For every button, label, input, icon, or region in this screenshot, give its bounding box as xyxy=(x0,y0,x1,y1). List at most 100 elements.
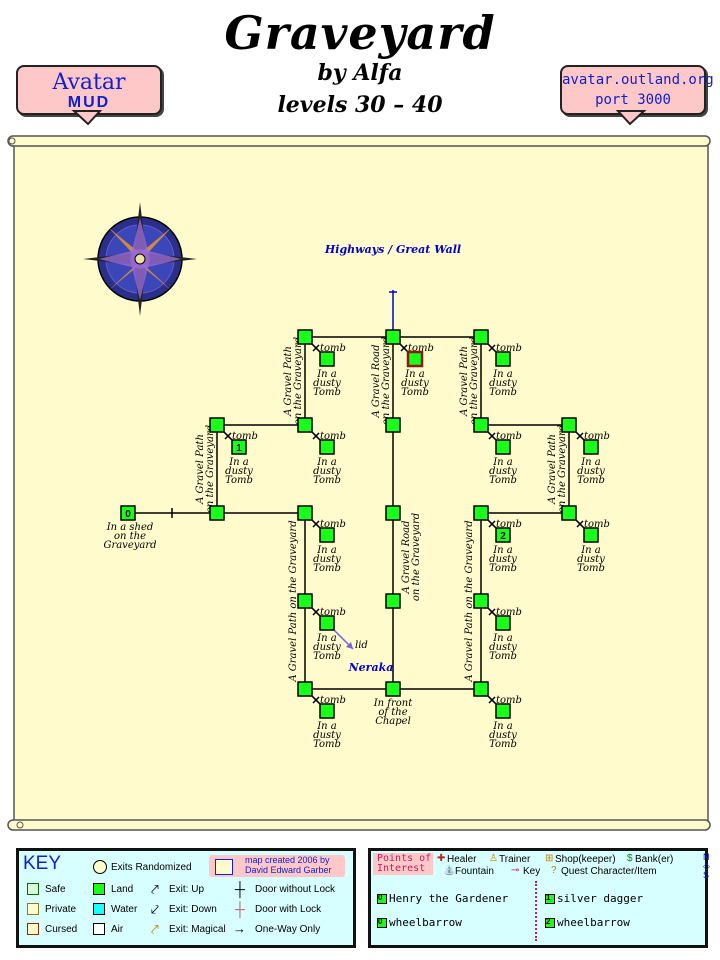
tomb-room xyxy=(495,527,511,543)
tomb-room-name: dusty xyxy=(313,378,341,389)
north-indicator-icon: N◇S xyxy=(703,852,710,880)
room-node xyxy=(473,681,489,697)
author-line: by Alfa xyxy=(317,60,403,86)
mob-1-marker xyxy=(377,918,387,928)
tomb-room xyxy=(319,703,335,719)
tomb-room xyxy=(319,527,335,543)
tomb-room-name: Tomb xyxy=(313,739,341,750)
door-with-lock-icon: ┼ xyxy=(235,901,245,917)
healer-label: Healer xyxy=(447,854,477,865)
key-title: KEY xyxy=(23,853,62,874)
room-node xyxy=(385,505,401,521)
room-node xyxy=(385,593,401,609)
tomb-label: tomb xyxy=(496,519,522,530)
tomb-label: tomb xyxy=(408,343,434,354)
tomb-room xyxy=(319,439,335,455)
server-host: avatar.outland.org xyxy=(562,72,714,88)
item-0-num: 1 xyxy=(546,893,551,902)
path-label-line: A Gravel Path on the Graveyard xyxy=(288,520,299,682)
safe-label: Safe xyxy=(45,884,66,895)
tomb-room-name: dusty xyxy=(489,642,517,653)
tomb-room-name: In a xyxy=(492,369,513,380)
key-item-icon: ⊸ xyxy=(511,865,520,876)
door-without-lock-label: Door without Lock xyxy=(255,884,336,895)
tomb-label: tomb xyxy=(320,431,346,442)
shop-label: Shop(keeper) xyxy=(555,854,616,865)
tomb-room-name: dusty xyxy=(577,554,605,565)
private-label: Private xyxy=(45,904,77,915)
tomb-room xyxy=(319,351,335,367)
cursed-label: Cursed xyxy=(45,924,78,935)
exits-randomized-icon xyxy=(93,860,107,874)
bank-label: Bank(er) xyxy=(635,854,674,865)
tomb-room-name: dusty xyxy=(489,554,517,565)
tomb-room-name: Tomb xyxy=(577,563,605,574)
tomb-room-name: In a xyxy=(316,633,337,644)
door-with-lock-label: Door with Lock xyxy=(255,904,322,915)
water-label: Water xyxy=(111,904,138,915)
tomb-door-icon xyxy=(312,432,320,440)
shed-room-name: In a shed xyxy=(106,522,154,533)
chapel-room-name: of the xyxy=(378,707,407,718)
page-title: Graveyard xyxy=(224,6,496,60)
shed-room-name: Graveyard xyxy=(103,540,156,551)
tomb-room-name: dusty xyxy=(577,466,605,477)
room-node xyxy=(297,681,313,697)
tomb-room-name: In a xyxy=(316,457,337,468)
item-1-num: 2 xyxy=(546,917,551,926)
tomb-room-name: In a xyxy=(316,369,337,380)
water-swatch-icon xyxy=(93,903,105,915)
room-node xyxy=(297,329,313,345)
credit-line-1: map created 2006 by xyxy=(245,855,330,865)
tomb-room-name: dusty xyxy=(489,730,517,741)
path-label: A Gravel Path on the Graveyard xyxy=(288,520,299,682)
room-node xyxy=(209,505,225,521)
tomb-label: tomb xyxy=(232,431,258,442)
item-1-marker xyxy=(545,918,555,928)
tomb-door-icon xyxy=(488,696,496,704)
shop-icon: ⊞ xyxy=(545,853,554,864)
tomb-label: tomb xyxy=(496,695,522,706)
tomb-room xyxy=(406,350,424,368)
tomb-door-icon xyxy=(312,520,320,528)
path-label-line: on the Graveyard xyxy=(381,337,392,425)
room-number: 2 xyxy=(500,531,506,542)
lid-label: lid xyxy=(355,640,368,651)
safe-swatch-icon xyxy=(27,883,39,895)
room-node xyxy=(473,329,489,345)
healer-icon: ✚ xyxy=(437,853,446,864)
room-node xyxy=(209,417,225,433)
quest-label: Quest Character/Item xyxy=(561,866,657,877)
credit-line-2: David Edward Garber xyxy=(245,865,332,875)
shed-room-name: on the xyxy=(114,531,146,542)
path-label-line: on the Graveyard xyxy=(411,513,422,601)
tomb-room-name: dusty xyxy=(489,378,517,389)
tomb-room-name: dusty xyxy=(401,378,429,389)
room-node xyxy=(385,681,401,697)
tomb-door-icon xyxy=(224,432,232,440)
land-swatch-icon xyxy=(93,883,105,895)
tomb-room-name: Tomb xyxy=(489,387,517,398)
exit-magical-icon: ⤤ xyxy=(151,921,159,937)
exit-magical-label: Exit: Magical xyxy=(169,924,226,935)
scroll-icon xyxy=(215,859,233,875)
tomb-room-name: Tomb xyxy=(313,563,341,574)
bank-icon: $ xyxy=(627,853,633,864)
tomb-room-name: dusty xyxy=(313,642,341,653)
poi-title-box xyxy=(373,853,433,875)
tomb-room-name: Tomb xyxy=(489,739,517,750)
tomb-label: tomb xyxy=(496,343,522,354)
mob-0-name: Henry the Gardener xyxy=(389,892,509,905)
tomb-room xyxy=(495,351,511,367)
tomb-label: tomb xyxy=(320,607,346,618)
map-key: KEY Exits Randomized map created 2006 by… xyxy=(16,848,356,948)
tomb-room-name: Tomb xyxy=(401,387,429,398)
trainer-label: Trainer xyxy=(499,854,531,865)
air-label: Air xyxy=(111,924,124,935)
tomb-room-name: In a xyxy=(492,633,513,644)
fountain-icon: ⛲ xyxy=(443,865,456,876)
